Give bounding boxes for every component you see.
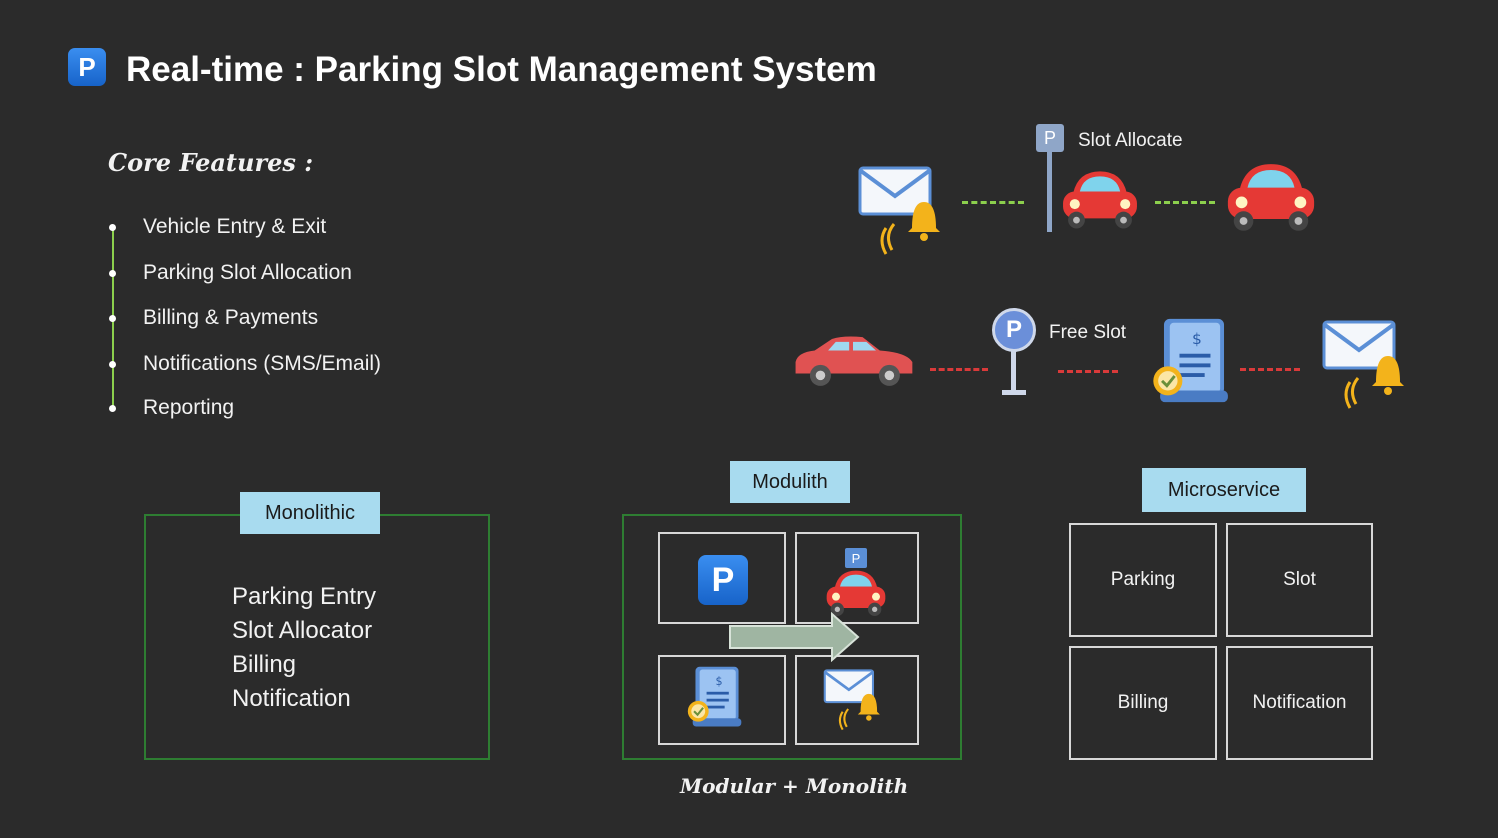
feature-bullet: [109, 361, 116, 368]
flow-connector: [962, 201, 1024, 204]
feature-item-billing-payments: Billing & Payments: [143, 306, 319, 329]
parking-sign-base: [1002, 390, 1026, 395]
service-parking: Parking: [1069, 523, 1217, 637]
modulith-cell-parking: [658, 532, 786, 624]
module-notification: Notification: [232, 685, 351, 712]
modulith-label: Modulith: [730, 461, 850, 503]
car-icon: [1222, 160, 1320, 234]
parking-sign-pole: [1011, 350, 1016, 392]
modulith-cell-slot: [795, 532, 919, 624]
parking-sign-pole: [1047, 150, 1052, 232]
feature-item-slot-allocation: Parking Slot Allocation: [143, 261, 352, 284]
feature-item-notifications: Notifications (SMS/Email): [143, 352, 382, 375]
parking-sign-icon: P: [992, 308, 1036, 352]
page-title: Real-time : Parking Slot Management Syst…: [126, 50, 877, 89]
mail-bell-icon: [856, 162, 946, 257]
free-slot-label: Free Slot: [1049, 322, 1127, 343]
flow-connector: [1155, 201, 1215, 204]
flow-connector: [930, 368, 988, 371]
service-slot: Slot: [1226, 523, 1373, 637]
car-icon: [786, 333, 920, 391]
module-billing: Billing: [232, 651, 297, 678]
car-icon: [822, 568, 890, 618]
modulith-cell-notification: [795, 655, 919, 745]
parked-car-icon: [1058, 168, 1142, 231]
parking-sign-icon: P: [1036, 124, 1064, 152]
parking-logo-icon: P: [68, 48, 106, 86]
module-slot-allocator: Slot Allocator: [232, 617, 373, 644]
module-parking-entry: Parking Entry: [232, 583, 377, 610]
monolithic-module-list: Parking Entry Slot Allocator Billing Not…: [232, 580, 376, 716]
feature-bullet: [109, 405, 116, 412]
feature-bullet: [109, 224, 116, 231]
mail-bell-icon: [1320, 316, 1410, 411]
parking-icon: P: [698, 555, 748, 605]
feature-item-vehicle-entry-exit: Vehicle Entry & Exit: [143, 215, 327, 238]
flow-arrow-icon: [729, 612, 860, 662]
parking-sign-icon: P: [845, 548, 867, 568]
monolithic-label: Monolithic: [240, 492, 380, 534]
service-notification: Notification: [1226, 646, 1373, 760]
modulith-cell-billing: [658, 655, 786, 745]
receipt-icon: [685, 664, 749, 730]
mail-bell-icon: [822, 666, 884, 732]
core-features-heading: Core Features :: [108, 148, 314, 177]
feature-bullet: [109, 270, 116, 277]
feature-bullet: [109, 315, 116, 322]
flow-connector: [1058, 370, 1118, 373]
flow-connector: [1240, 368, 1300, 371]
microservice-label: Microservice: [1142, 468, 1306, 512]
modulith-box: [622, 514, 962, 760]
receipt-icon: [1150, 315, 1238, 407]
service-billing: Billing: [1069, 646, 1217, 760]
slot-allocate-label: Slot Allocate: [1078, 130, 1183, 151]
modulith-caption: Modular + Monolith: [680, 774, 909, 798]
feature-item-reporting: Reporting: [143, 396, 235, 419]
